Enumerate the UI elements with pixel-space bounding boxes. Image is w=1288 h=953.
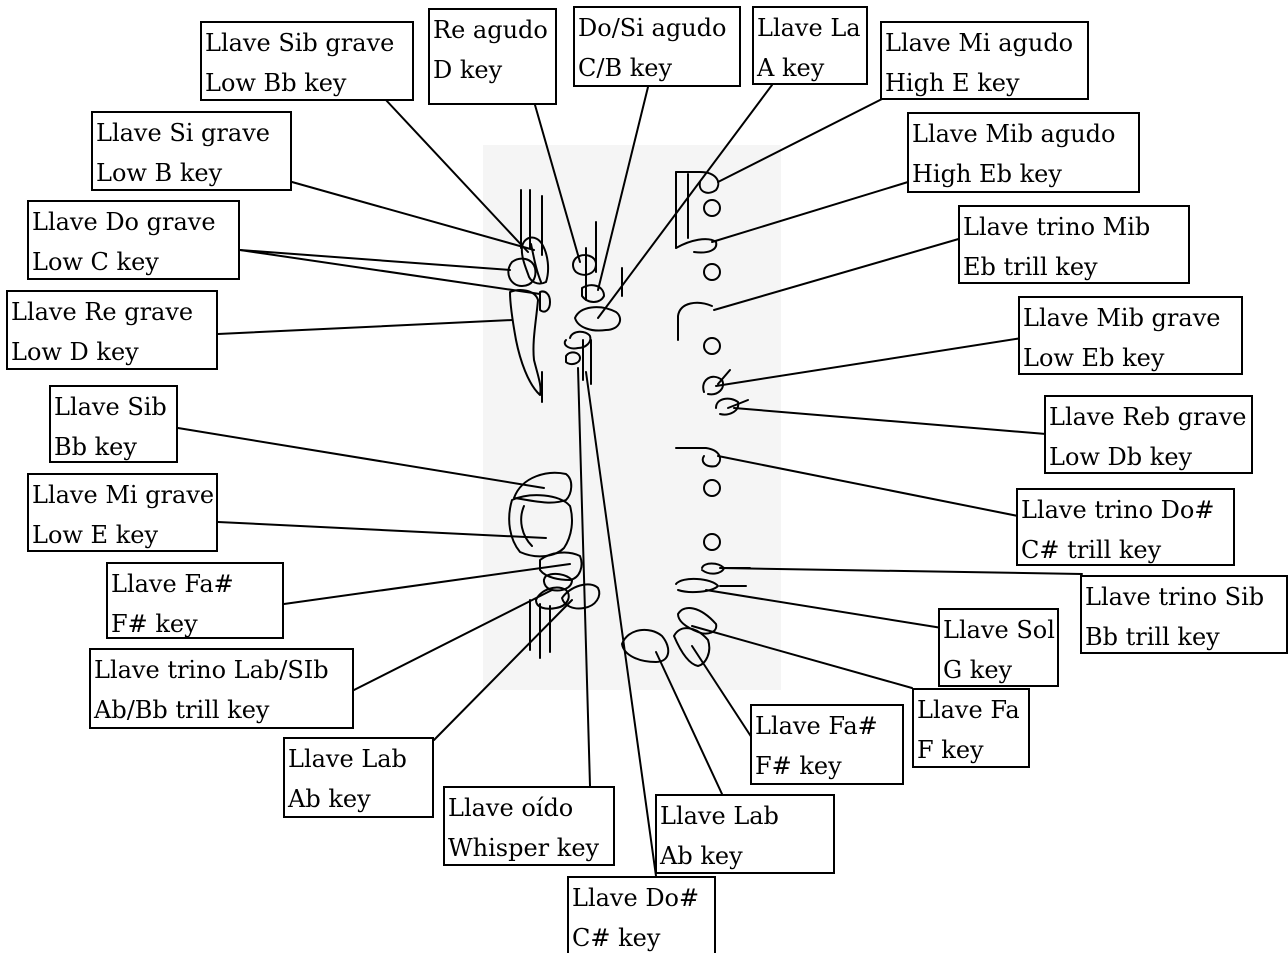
left-upper-keys [507,236,622,403]
label-d-key-es: Re agudo [433,16,548,44]
label-bb-trill-key-en: Bb trill key [1085,623,1220,651]
left-key-rods [520,189,623,301]
label-low-eb-key-es: Llave Mib grave [1023,304,1221,332]
label-g-key-en: G key [943,656,1013,684]
label-low-bb-key-en: Low Bb key [205,69,347,97]
label-high-e-key: Llave Mi agudo High E key [880,21,1089,100]
label-fs-key-right: Llave Fa# F# key [750,704,904,785]
label-bb-key-es: Llave Sib [54,393,167,421]
label-low-e-key-es: Llave Mi grave [32,481,215,509]
label-ab-key-right-en: Ab key [660,842,743,870]
label-f-key: Llave Fa F key [912,688,1030,768]
label-low-db-key-en: Low Db key [1049,443,1193,471]
label-abbb-trill-key-en: Ab/Bb trill key [94,696,270,724]
label-f-key-en: F key [917,736,984,764]
label-low-b-key-en: Low B key [96,159,223,187]
label-fs-key-left: Llave Fa# F# key [106,562,284,639]
label-cs-trill-key-en: C# trill key [1021,536,1162,564]
label-low-db-key: Llave Reb grave Low Db key [1044,395,1253,474]
label-high-eb-key: Llave Mib agudo High Eb key [907,112,1140,193]
label-cs-trill-key-es: Llave trino Do# [1021,496,1215,524]
label-low-bb-key-es: Llave Sib grave [205,29,395,57]
label-low-c-key: Llave Do grave Low C key [27,200,240,280]
label-eb-trill-key-es: Llave trino Mib [963,213,1151,241]
label-cs-key-es: Llave Do# [572,884,700,912]
label-a-key-es: Llave La [757,14,861,42]
label-cb-key-en: C/B key [578,54,673,82]
label-d-key: Re agudo D key [428,8,557,105]
label-g-key-es: Llave Sol [943,616,1055,644]
label-high-e-key-es: Llave Mi agudo [885,29,1074,57]
label-low-d-key-es: Llave Re grave [11,298,194,326]
label-fs-key-right-en: F# key [755,752,842,780]
label-eb-trill-key-en: Eb trill key [963,253,1098,281]
label-bb-trill-key: Llave trino Sib Bb trill key [1080,575,1288,654]
label-low-c-key-en: Low C key [32,248,159,276]
label-f-key-es: Llave Fa [917,696,1020,724]
leader-lines [177,84,1083,877]
label-cs-key: Llave Do# C# key [567,876,716,953]
label-bb-key-en: Bb key [54,433,137,461]
label-ab-key-right: Llave Lab Ab key [655,794,835,874]
left-lower-keys [508,471,601,659]
label-low-db-key-es: Llave Reb grave [1049,403,1247,431]
label-ab-key-left-es: Llave Lab [288,745,407,773]
label-low-b-key-es: Llave Si grave [96,119,270,147]
label-low-d-key: Llave Re grave Low D key [6,290,218,370]
label-low-bb-key: Llave Sib grave Low Bb key [200,21,414,101]
label-low-c-key-es: Llave Do grave [32,208,216,236]
instrument-background [483,145,781,690]
label-low-eb-key: Llave Mib grave Low Eb key [1018,296,1243,375]
label-low-e-key: Llave Mi grave Low E key [27,473,218,552]
label-cb-key-es: Do/Si agudo [578,14,727,42]
label-a-key: Llave La A key [752,6,868,85]
label-low-d-key-en: Low D key [11,338,139,366]
label-low-e-key-en: Low E key [32,521,159,549]
label-whisper-key: Llave oído Whisper key [443,786,615,866]
label-bb-key: Llave Sib Bb key [49,385,178,463]
label-ab-key-right-es: Llave Lab [660,802,779,830]
label-ab-key-left-en: Ab key [288,785,371,813]
label-fs-key-left-en: F# key [111,610,198,638]
label-bb-trill-key-es: Llave trino Sib [1085,583,1265,611]
label-g-key: Llave Sol G key [938,608,1059,687]
label-low-b-key: Llave Si grave Low B key [91,111,292,191]
label-cs-key-en: C# key [572,924,661,952]
label-low-eb-key-en: Low Eb key [1023,344,1165,372]
label-fs-key-right-es: Llave Fa# [755,712,878,740]
label-eb-trill-key: Llave trino Mib Eb trill key [958,205,1190,284]
label-whisper-key-en: Whisper key [448,834,600,862]
label-high-eb-key-en: High Eb key [912,160,1062,188]
label-high-eb-key-es: Llave Mib agudo [912,120,1116,148]
label-fs-key-left-es: Llave Fa# [111,570,234,598]
label-cs-trill-key: Llave trino Do# C# trill key [1016,488,1235,566]
label-abbb-trill-key: Llave trino Lab/SIb Ab/Bb trill key [89,648,354,729]
label-abbb-trill-key-es: Llave trino Lab/SIb [94,656,329,684]
label-d-key-en: D key [433,56,503,84]
label-whisper-key-es: Llave oído [448,794,574,822]
label-a-key-en: A key [757,54,825,82]
label-high-e-key-en: High E key [885,69,1020,97]
label-ab-key-left: Llave Lab Ab key [283,737,434,818]
label-cb-key: Do/Si agudo C/B key [573,6,741,87]
